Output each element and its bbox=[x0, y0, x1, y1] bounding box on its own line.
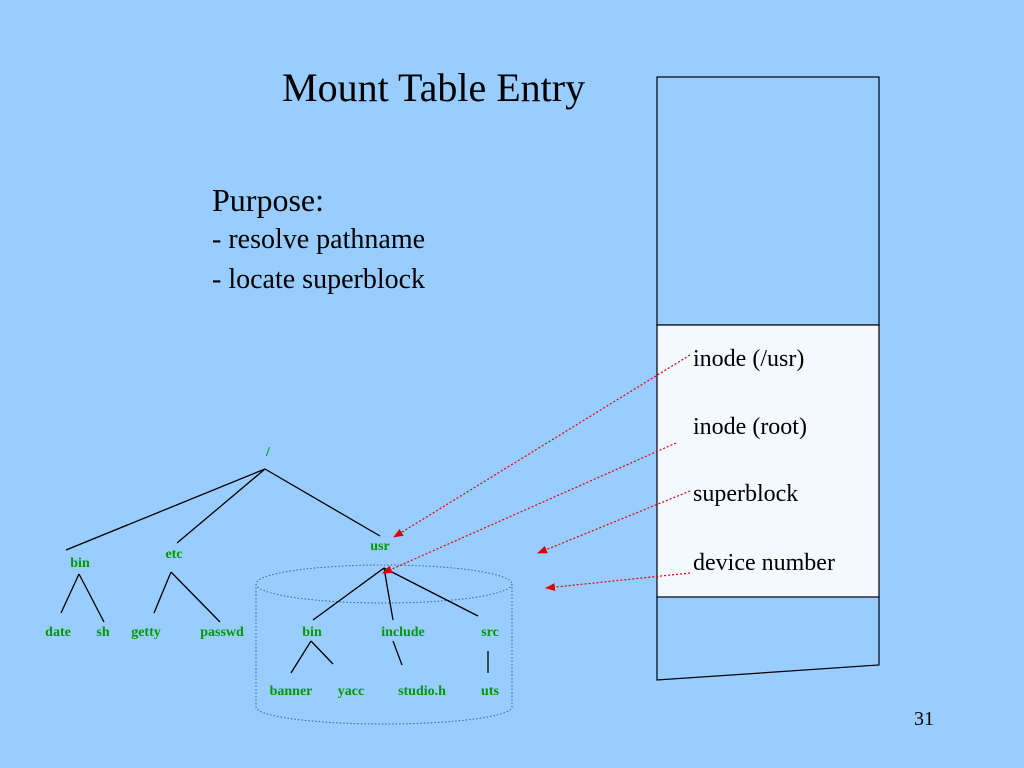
field-inode-usr: inode (/usr) bbox=[693, 346, 804, 372]
tree-node-src: src bbox=[481, 625, 499, 640]
tree-node-etc: etc bbox=[165, 547, 182, 562]
tree-node-usr: usr bbox=[370, 539, 389, 554]
edge-etc-getty bbox=[153, 571, 172, 614]
edge-root-bin bbox=[65, 468, 266, 551]
pointer-arrows bbox=[382, 354, 691, 592]
slide-title: Mount Table Entry bbox=[282, 65, 586, 110]
arrow-superblock bbox=[537, 490, 691, 554]
tree-node-studio-h: studio.h bbox=[398, 684, 446, 699]
mounted-filesystem-cylinder bbox=[255, 564, 513, 725]
edge-usr-src bbox=[383, 567, 479, 617]
tree-labels: / bin etc usr date sh getty passwd bin i… bbox=[45, 445, 499, 699]
arrow-inode-usr bbox=[393, 354, 691, 538]
tree-node-banner: banner bbox=[270, 684, 313, 699]
tree-node-getty: getty bbox=[131, 625, 161, 640]
edge-usrbin-yacc bbox=[310, 640, 334, 665]
mount-table-bottom-section bbox=[656, 597, 880, 681]
tree-node-yacc: yacc bbox=[338, 684, 364, 699]
tree-node-root: / bbox=[265, 445, 271, 460]
purpose-item-resolve: - resolve pathname bbox=[212, 224, 426, 255]
purpose-heading: Purpose: bbox=[212, 182, 324, 218]
edge-root-etc bbox=[176, 468, 266, 544]
tree-edges bbox=[60, 468, 489, 674]
tree-node-passwd: passwd bbox=[200, 625, 244, 640]
tree-node-usr-bin: bin bbox=[302, 625, 322, 640]
tree-node-date: date bbox=[45, 625, 71, 640]
edge-usr-bin bbox=[312, 567, 385, 621]
edge-include-studio bbox=[392, 640, 403, 666]
arrow-device-number bbox=[545, 572, 691, 592]
purpose-block: Purpose: - resolve pathname - locate sup… bbox=[212, 180, 425, 300]
field-device-number: device number bbox=[693, 550, 835, 576]
edge-usr-include bbox=[383, 567, 394, 621]
tree-node-bin: bin bbox=[70, 556, 90, 571]
edge-bin-sh bbox=[78, 573, 105, 623]
cylinder-body bbox=[255, 584, 513, 725]
edge-etc-passwd bbox=[170, 571, 221, 623]
edge-root-usr bbox=[264, 468, 381, 537]
purpose-item-superblock: - locate superblock bbox=[212, 264, 426, 295]
edge-bin-date bbox=[60, 573, 80, 614]
tree-node-include: include bbox=[381, 625, 425, 640]
tree-node-sh: sh bbox=[96, 625, 109, 640]
mount-table-top-section bbox=[656, 76, 880, 326]
field-superblock: superblock bbox=[693, 481, 798, 507]
mount-table-entry bbox=[656, 324, 880, 598]
arrow-inode-root bbox=[382, 442, 677, 574]
edge-usrbin-banner bbox=[290, 640, 312, 674]
page-number: 31 bbox=[914, 708, 934, 730]
field-inode-root: inode (root) bbox=[693, 414, 807, 440]
tree-node-uts: uts bbox=[481, 684, 499, 699]
mount-table: inode (/usr) inode (root) superblock dev… bbox=[656, 76, 880, 681]
